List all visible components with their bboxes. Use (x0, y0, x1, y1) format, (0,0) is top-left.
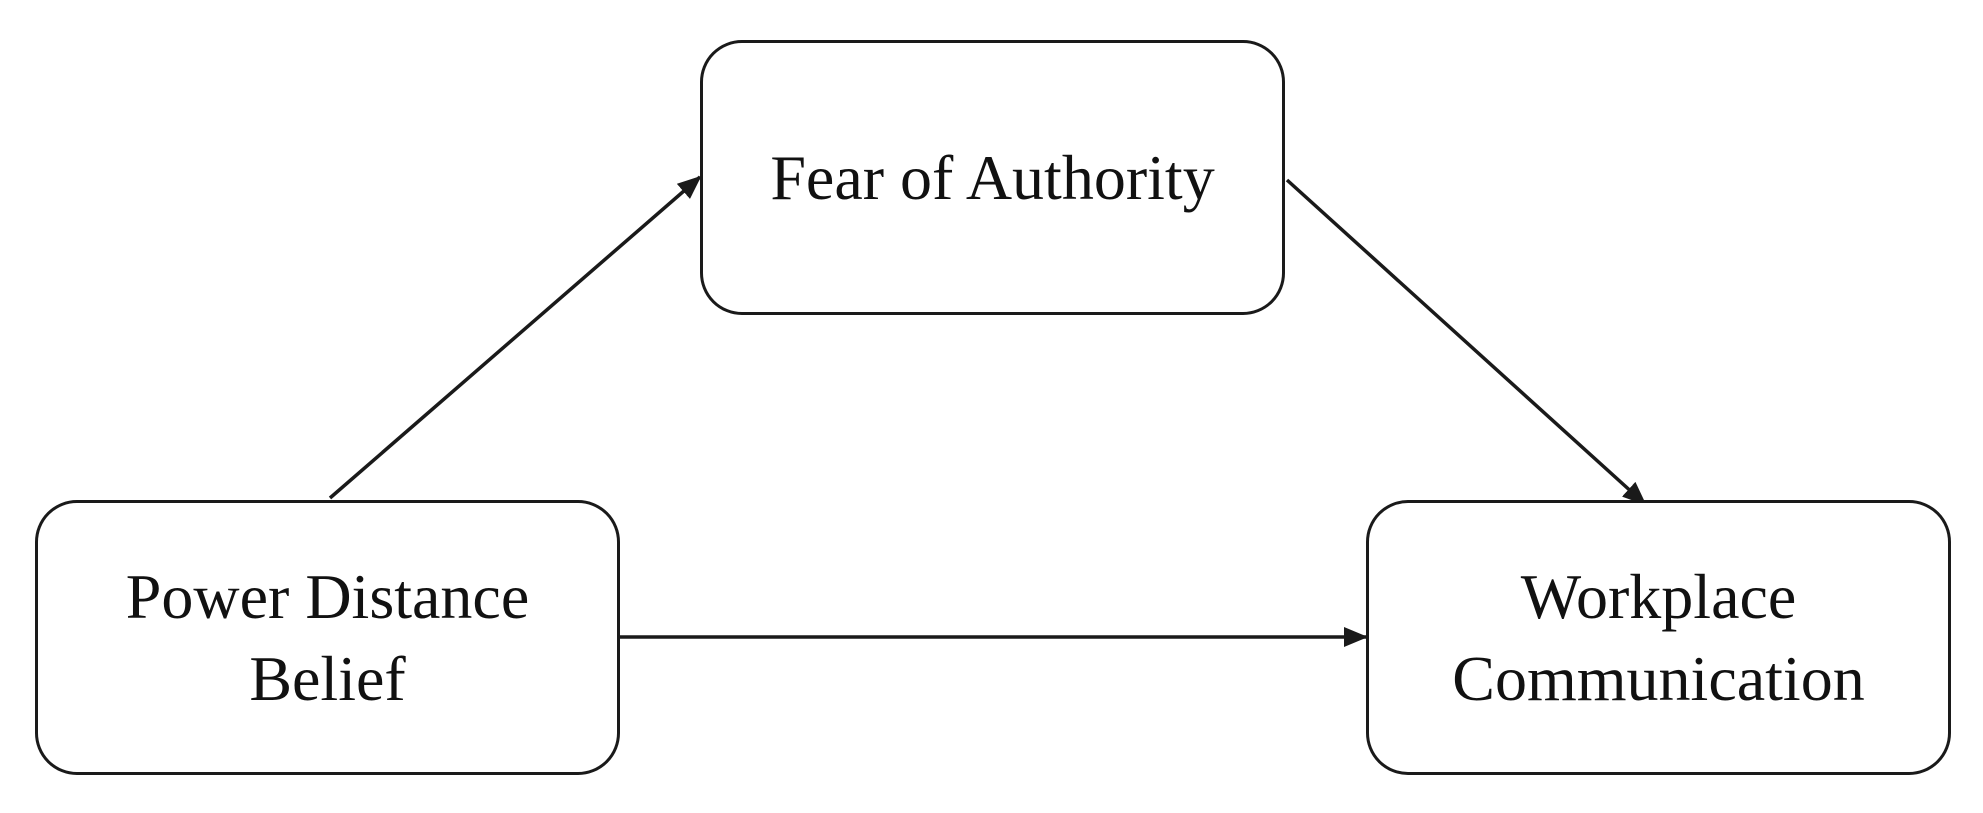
node-workplace-communication: Workplace Communication (1366, 500, 1951, 775)
node-label-fear-of-authority: Fear of Authority (770, 141, 1215, 213)
node-fear-of-authority: Fear of Authority (700, 40, 1285, 315)
arrow-power-to-fear (328, 175, 702, 500)
node-power-distance-belief: Power Distance Belief (35, 500, 620, 775)
node-label-workplace-communication: Workplace Communication (1452, 560, 1865, 714)
arrow-fear-to-workplace (1285, 178, 1647, 506)
node-label-power-distance-belief: Power Distance Belief (125, 560, 530, 714)
